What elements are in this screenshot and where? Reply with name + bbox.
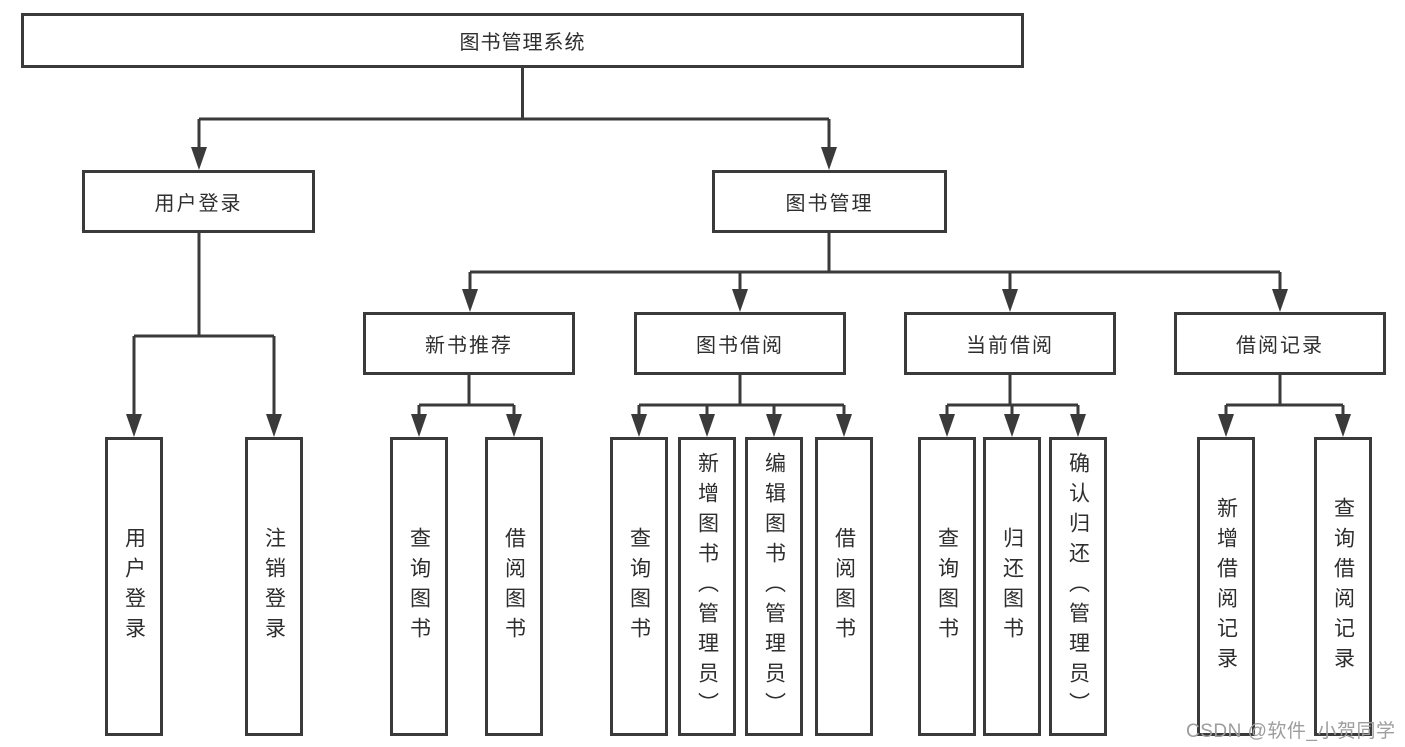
arrow-head	[1002, 289, 1018, 312]
leaf-label: 查询借阅记录	[1331, 496, 1355, 677]
arrow-head	[1004, 414, 1020, 437]
arrow-head	[836, 414, 852, 437]
node-book-borrowing: 图书借阅	[634, 312, 846, 375]
node-current-borrowing: 当前借阅	[904, 312, 1116, 375]
node-book-management: 图书管理	[712, 170, 947, 233]
leaf-label: 归还图书	[1000, 526, 1024, 647]
arrow-head	[821, 147, 837, 170]
arrow-head	[266, 414, 282, 437]
arrow-head	[732, 289, 748, 312]
arrow-head	[126, 414, 142, 437]
arrow-head	[1218, 414, 1234, 437]
leaf-query-books-borrowing: 查询图书	[610, 437, 668, 736]
leaf-label: 新增图书（管理员）	[695, 451, 719, 722]
leaf-label: 新增借阅记录	[1214, 496, 1238, 677]
leaf-query-borrow-record: 查询借阅记录	[1314, 437, 1372, 736]
leaf-query-books: 查询图书	[390, 437, 448, 736]
leaf-borrow-book: 借阅图书	[815, 437, 873, 736]
node-new-book-recommendation: 新书推荐	[363, 312, 575, 375]
node-borrowing-records: 借阅记录	[1174, 312, 1386, 375]
leaf-label: 编辑图书（管理员）	[762, 451, 786, 722]
arrow-head	[1070, 414, 1086, 437]
leaf-label: 借阅图书	[832, 526, 856, 647]
leaf-user-login: 用户登录	[105, 437, 163, 736]
leaf-edit-book-admin: 编辑图书（管理员）	[745, 437, 803, 736]
leaf-label: 查询图书	[407, 526, 431, 647]
arrow-head	[699, 414, 715, 437]
leaf-return-book: 归还图书	[983, 437, 1041, 736]
arrow-head	[631, 414, 647, 437]
leaf-label: 确认归还（管理员）	[1066, 451, 1090, 722]
arrow-head	[506, 414, 522, 437]
leaf-add-borrow-record: 新增借阅记录	[1197, 437, 1255, 736]
csdn-watermark: CSDN @软件_小贺同学	[1186, 721, 1396, 742]
leaf-label: 查询图书	[627, 526, 651, 647]
leaf-borrow-books: 借阅图书	[485, 437, 543, 736]
leaf-label: 查询图书	[935, 526, 959, 647]
leaf-logout: 注销登录	[245, 437, 303, 736]
arrow-head	[191, 147, 207, 170]
arrow-head	[411, 414, 427, 437]
node-user-login: 用户登录	[82, 170, 315, 233]
leaf-label: 借阅图书	[502, 526, 526, 647]
arrow-head	[1272, 289, 1288, 312]
node-library-system: 图书管理系统	[21, 13, 1024, 68]
arrow-head	[766, 414, 782, 437]
arrow-head	[939, 414, 955, 437]
leaf-query-books-current: 查询图书	[918, 437, 976, 736]
leaf-confirm-return-admin: 确认归还（管理员）	[1049, 437, 1107, 736]
leaf-label: 用户登录	[122, 526, 146, 647]
leaf-add-book-admin: 新增图书（管理员）	[678, 437, 736, 736]
arrow-head	[1335, 414, 1351, 437]
arrow-head	[462, 289, 478, 312]
leaf-label: 注销登录	[262, 526, 286, 647]
